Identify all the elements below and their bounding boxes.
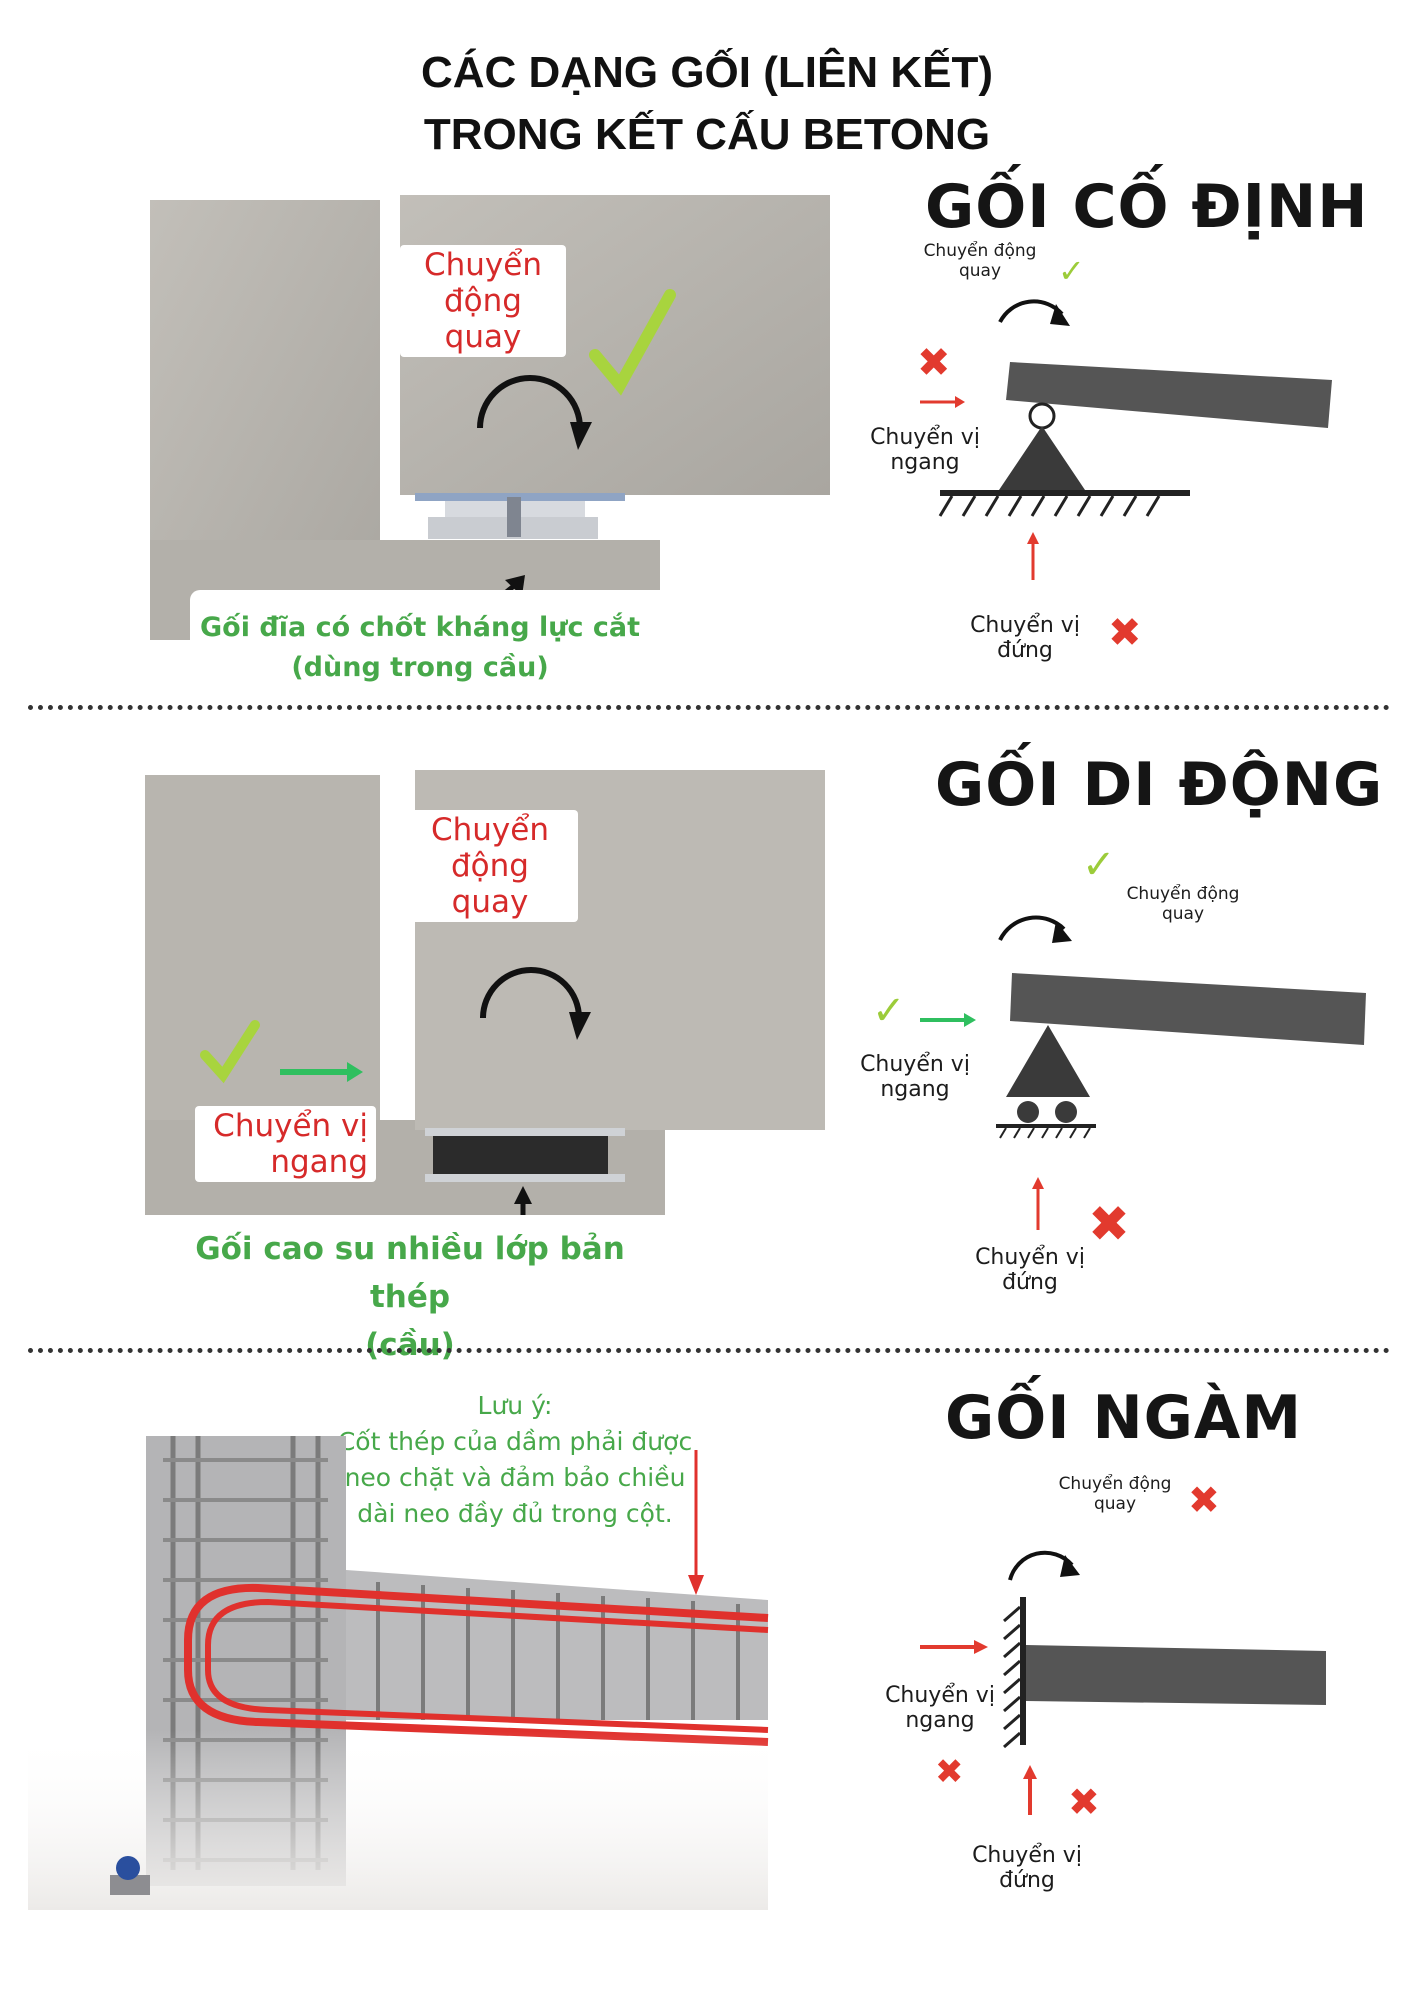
- movable-support-heading: GỐI DI ĐỘNG: [935, 750, 1384, 820]
- movable-vertical-label: Chuyển vị đứng: [975, 1245, 1085, 1296]
- fixed-vertical-label: Chuyển vị đứng: [970, 613, 1080, 664]
- clamped-note: Lưu ý: Cốt thép của dầm phải được neo ch…: [330, 1388, 700, 1532]
- clamped-vertical-blocked-icon: ✖: [1068, 1780, 1100, 1824]
- fixed-vertical-blocked-icon: ✖: [1108, 610, 1142, 656]
- page-title-line2: TRONG KẾT CẤU BETONG: [423, 110, 991, 159]
- clamped-note-line1: Lưu ý:: [477, 1391, 553, 1420]
- movable-vertical-arrow: [1032, 1177, 1044, 1230]
- fixed-photo-caption-line2: (dùng trong cầu): [291, 652, 549, 683]
- fixed-rotation-check-icon: ✓: [1058, 252, 1085, 290]
- movable-photo-rotation-label: Chuyển động quay: [402, 810, 578, 922]
- page-title-line1: CÁC DẠNG GỐI (LIÊN KẾT): [421, 48, 993, 97]
- movable-support-diagram: [920, 915, 1366, 1139]
- clamped-note-line2: Cốt thép của dầm phải được: [337, 1427, 693, 1456]
- clamped-horizontal-label: Chuyển vị ngang: [885, 1683, 995, 1734]
- movable-horizontal-label: Chuyển vị ngang: [860, 1052, 970, 1103]
- fixed-support-photo: [150, 195, 830, 690]
- movable-horizontal-check-icon: ✓: [872, 988, 906, 1034]
- fixed-photo-caption-line1: Gối đĩa có chốt kháng lực cắt: [200, 612, 640, 643]
- movable-photo-caption-line1: Gối cao su nhiều lớp bản thép: [195, 1231, 625, 1315]
- clamped-support-photo: [28, 1436, 769, 1910]
- clamped-rotation-blocked-icon: ✖: [1188, 1478, 1220, 1522]
- movable-rotation-label: Chuyển động quay: [1126, 884, 1240, 924]
- movable-photo-horizontal-label: Chuyển vị ngang: [195, 1106, 376, 1182]
- page-title: CÁC DẠNG GỐI (LIÊN KẾT) TRONG KẾT CẤU BE…: [0, 42, 1414, 166]
- clamped-support-heading: GỐI NGÀM: [945, 1383, 1303, 1453]
- clamped-horizontal-blocked-icon: ✖: [935, 1752, 964, 1792]
- fixed-support-heading: GỐI CỐ ĐỊNH: [925, 172, 1369, 242]
- clamped-rotation-label: Chuyển động quay: [1058, 1474, 1172, 1514]
- clamped-support-diagram: [920, 1550, 1326, 1815]
- clamped-note-line4: dài neo đầy đủ trong cột.: [357, 1499, 673, 1528]
- movable-photo-caption: Gối cao su nhiều lớp bản thép (cầu): [150, 1225, 670, 1369]
- fixed-photo-rotation-label: Chuyển động quay: [400, 245, 566, 357]
- fixed-horizontal-blocked-icon: ✖: [917, 340, 951, 386]
- fixed-horizontal-label: Chuyển vị ngang: [870, 425, 980, 476]
- clamped-note-line3: neo chặt và đảm bảo chiều: [344, 1463, 686, 1492]
- movable-rotation-check-icon: ✓: [1082, 842, 1116, 888]
- movable-vertical-blocked-icon: ✖: [1088, 1195, 1130, 1253]
- fixed-support-diagram: [920, 299, 1332, 580]
- movable-photo-caption-line2: (cầu): [365, 1327, 455, 1363]
- section-divider: [28, 705, 1390, 710]
- clamped-vertical-label: Chuyển vị đứng: [972, 1843, 1082, 1894]
- section-divider: [28, 1348, 1390, 1353]
- fixed-photo-caption: Gối đĩa có chốt kháng lực cắt (dùng tron…: [200, 608, 640, 688]
- fixed-rotation-label: Chuyển động quay: [923, 241, 1037, 281]
